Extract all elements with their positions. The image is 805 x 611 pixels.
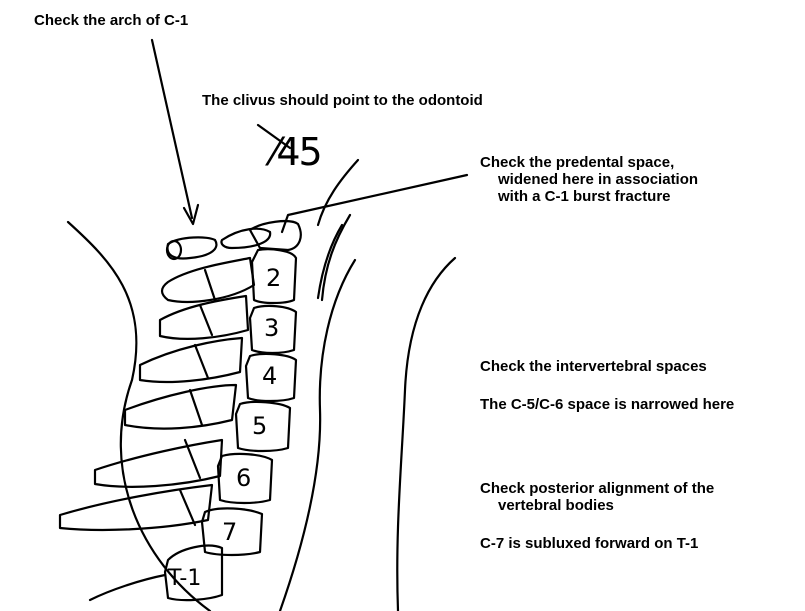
vertebra-number-c7: 7 <box>222 518 238 546</box>
vertebra-label-t1: T-1 <box>168 566 202 591</box>
throat-line <box>316 158 360 227</box>
label-posterior-line2: vertebral bodies <box>498 497 614 514</box>
c1-posterior-arch <box>166 236 218 260</box>
t1-body <box>163 544 224 602</box>
spinous-c5 <box>123 383 238 430</box>
label-intervertebral: Check the intervertebral spaces <box>480 358 707 375</box>
spinous-c4 <box>138 336 244 384</box>
neck-inner-outline <box>278 258 357 611</box>
odontoid <box>248 220 302 252</box>
c1-anterior-arch <box>220 227 272 250</box>
label-clivus: The clivus should point to the odontoid <box>202 92 483 109</box>
label-predental-line3: with a C-1 burst fracture <box>498 188 671 205</box>
vertebra-number-c4: 4 <box>262 362 278 390</box>
label-subluxed: C-7 is subluxed forward on T-1 <box>480 535 699 552</box>
c5-body <box>234 400 292 453</box>
c4-body <box>244 352 298 403</box>
facet-lines <box>178 268 217 527</box>
vertebra-number-c5: 5 <box>252 412 268 440</box>
c6-body <box>216 452 274 505</box>
handwritten-scribble: ⁄45 <box>272 130 323 174</box>
vertebra-number-c3: 3 <box>264 314 280 342</box>
label-posterior-line1: Check posterior alignment of the <box>480 480 715 497</box>
label-predental-line1: Check the predental space, <box>480 154 675 171</box>
label-c1-arch: Check the arch of C-1 <box>34 12 189 29</box>
c3-body <box>248 304 298 355</box>
c7-body <box>200 507 264 557</box>
neck-posterior-outline <box>66 220 212 611</box>
spinous-c7 <box>58 483 214 532</box>
label-narrowed: The C-5/C-6 space is narrowed here <box>480 396 735 413</box>
c1-arch-ring <box>165 239 183 261</box>
c2-body <box>250 248 298 305</box>
spinous-c3 <box>158 294 250 340</box>
label-predental: Check the predental space, widened here … <box>480 154 698 205</box>
vertebra-number-c2: 2 <box>266 264 282 292</box>
neck-anterior-outline <box>396 256 457 611</box>
arrow-c1-arch-head <box>182 203 200 226</box>
airway-line-2 <box>316 223 344 300</box>
arrow-predental-line <box>280 173 469 234</box>
t1-stub <box>88 573 167 602</box>
spinous-c6 <box>93 438 224 488</box>
label-posterior-alignment: Check posterior alignment of the vertebr… <box>480 480 714 514</box>
airway-line-1 <box>320 213 352 302</box>
arrow-clivus-line <box>256 123 292 150</box>
spinous-c2 <box>160 256 256 303</box>
label-predental-line2: widened here in association <box>498 171 699 188</box>
arrow-c1-arch-line <box>150 38 194 220</box>
vertebra-number-c6: 6 <box>236 464 252 492</box>
